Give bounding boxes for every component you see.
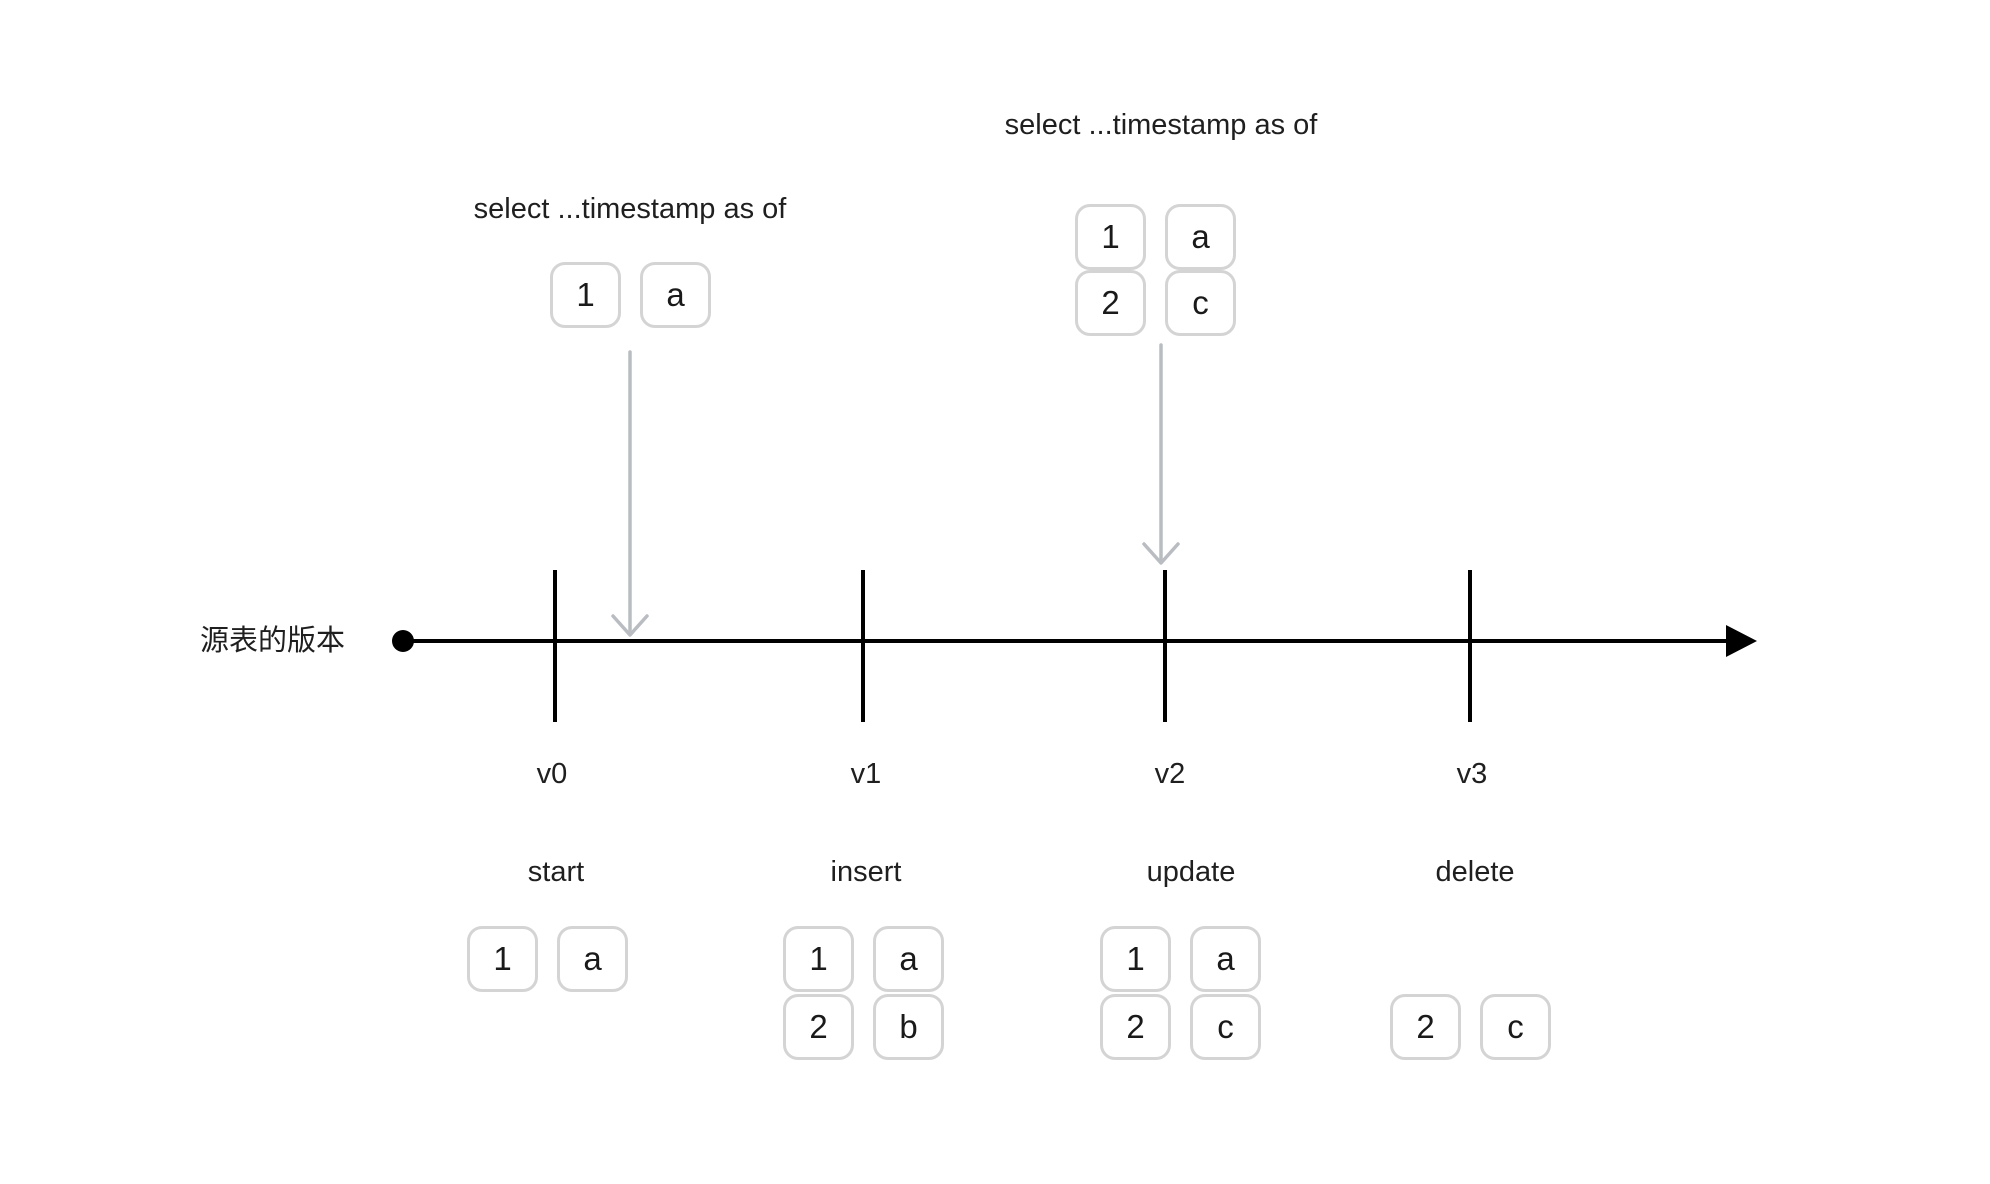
start-cell-key: 1	[467, 926, 538, 992]
operation-label-start: start	[527, 856, 585, 888]
query2-cell-key: 2	[1075, 270, 1146, 336]
timeline-arrowhead-icon	[1726, 625, 1757, 657]
tick-label-v2: v2	[1154, 758, 1186, 790]
update-cell-key: 2	[1100, 994, 1171, 1060]
insert-cell-value: a	[873, 926, 944, 992]
tick-label-v3: v3	[1456, 758, 1488, 790]
query2-label: select ...timestamp as of	[1004, 109, 1318, 141]
tick-label-v0: v0	[536, 758, 568, 790]
axis-label: 源表的版本	[200, 625, 346, 657]
operation-label-delete: delete	[1435, 856, 1515, 888]
query1-cell-value: a	[640, 262, 711, 328]
query2-cell-value: a	[1165, 204, 1236, 270]
query1-label: select ...timestamp as of	[473, 193, 787, 225]
query2-cell-key: 1	[1075, 204, 1146, 270]
delete-cell-value: c	[1480, 994, 1551, 1060]
start-cell-value: a	[557, 926, 628, 992]
query2-arrowhead-icon	[1142, 542, 1180, 565]
insert-cell-key: 2	[783, 994, 854, 1060]
operation-label-update: update	[1146, 856, 1236, 888]
delete-cell-key: 2	[1390, 994, 1461, 1060]
tick-label-v1: v1	[850, 758, 882, 790]
update-cell-key: 1	[1100, 926, 1171, 992]
query1-cell-key: 1	[550, 262, 621, 328]
operation-label-insert: insert	[830, 856, 902, 888]
insert-cell-value: b	[873, 994, 944, 1060]
update-cell-value: c	[1190, 994, 1261, 1060]
query1-arrowhead-icon	[611, 614, 649, 637]
timeline-start-dot	[392, 630, 414, 652]
insert-cell-key: 1	[783, 926, 854, 992]
update-cell-value: a	[1190, 926, 1261, 992]
query2-cell-value: c	[1165, 270, 1236, 336]
